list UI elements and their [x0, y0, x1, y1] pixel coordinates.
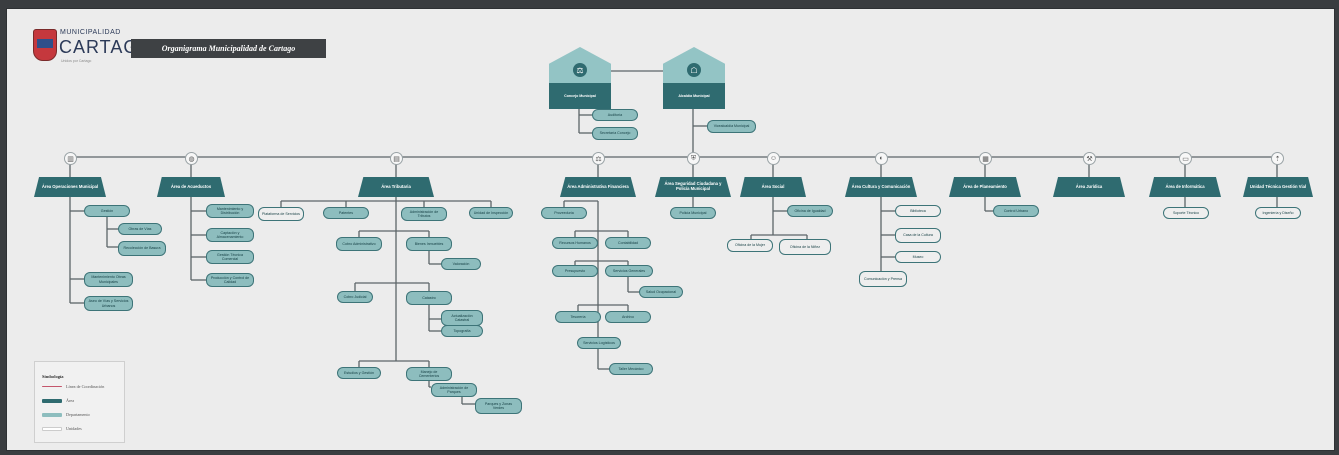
unit-node[interactable]: Secretaría Concejo — [592, 127, 638, 140]
unit-node[interactable]: Policía Municipal — [670, 207, 716, 219]
unit-node[interactable]: Oficina de Igualdad — [787, 205, 833, 217]
legend-swatch — [42, 386, 62, 387]
area-header[interactable]: Área Administrativa Financiera — [560, 177, 636, 197]
area-header[interactable]: Área de Acueductos — [157, 177, 225, 197]
area-header[interactable]: Unidad Técnica Gestión Vial — [1243, 177, 1313, 197]
unit-node[interactable]: Valoración — [441, 258, 481, 270]
unit-node[interactable]: Servicios Logísticos — [577, 337, 621, 349]
legend-label: Departamento — [66, 412, 90, 417]
unit-node[interactable]: Control Urbano — [993, 205, 1039, 217]
unit-node[interactable]: Administración de Parques — [431, 383, 477, 397]
mask-icon: ◐ — [875, 152, 888, 165]
unit-node[interactable]: Oficina de la Mujer — [727, 239, 773, 252]
unit-node[interactable]: Oficina de la Niñez — [779, 239, 831, 255]
unit-node[interactable]: Aseo de Vías y Servicios Urbanos — [84, 296, 133, 311]
legend-swatch — [42, 398, 62, 403]
unit-node[interactable]: Catastro — [406, 291, 452, 305]
unit-node[interactable]: Comunicación y Prensa — [859, 271, 907, 287]
unit-node[interactable]: Patentes — [323, 207, 369, 219]
unit-node[interactable]: Biblioteca — [895, 205, 941, 217]
legend-item: Departamento — [42, 412, 90, 417]
unit-node[interactable]: Plataforma de Servicios — [258, 207, 304, 221]
logo-tagline: Unidos por Cartago — [61, 59, 92, 63]
unit-node[interactable]: Mantenimiento Obras Municipales — [84, 272, 133, 287]
area-header[interactable]: Área Tributaria — [358, 177, 434, 197]
area-header[interactable]: Área de Informática — [1149, 177, 1221, 197]
alcaldia-label: Alcaldía Municipal — [663, 83, 725, 109]
unit-node[interactable]: Topografía — [441, 325, 483, 337]
legend-item: Área — [42, 398, 74, 403]
concejo-label: Concejo Municipal — [549, 83, 611, 109]
unit-node[interactable]: Estudios y Gestión — [337, 367, 381, 379]
legend-label: Unidades — [66, 426, 82, 431]
unit-node[interactable]: Bienes Inmuebles — [406, 237, 452, 251]
area-header[interactable]: Área de Planeamiento — [949, 177, 1021, 197]
water-drop-icon: ◍ — [185, 152, 198, 165]
unit-node[interactable]: Soporte Técnico — [1163, 207, 1209, 219]
unit-node[interactable]: Producción y Control de Calidad — [206, 273, 254, 287]
unit-node[interactable]: Gestión — [84, 205, 130, 217]
unit-node[interactable]: Cobro Judicial — [337, 291, 373, 303]
coat-of-arms-icon — [33, 29, 57, 61]
people-icon: ☺ — [767, 152, 780, 165]
legend-title: Simbología — [42, 374, 64, 379]
unit-node[interactable]: Presupuesto — [552, 265, 598, 277]
area-header[interactable]: Área Jurídica — [1053, 177, 1125, 197]
unit-node[interactable]: Tesorería — [555, 311, 601, 323]
unit-node[interactable]: Manejo de Cementerios — [406, 367, 452, 381]
unit-node[interactable]: Obras de Vías — [118, 223, 162, 235]
legend-item: Línea de Coordinación — [42, 384, 104, 389]
logo-line2: CARTAGO — [59, 37, 154, 57]
mayor-icon: ☖ — [687, 63, 701, 77]
building-icon: ▥ — [64, 152, 77, 165]
scales-icon: ⚖ — [592, 152, 605, 165]
unit-node[interactable]: Museo — [895, 251, 941, 263]
unit-node[interactable]: Ingeniería y Diseño — [1255, 207, 1301, 219]
unit-node[interactable]: Parques y Zonas Verdes — [475, 398, 522, 414]
unit-node[interactable]: Captación y Almacenamiento — [206, 228, 254, 242]
unit-node[interactable]: Recursos Humanos — [552, 237, 598, 249]
legend-label: Línea de Coordinación — [66, 384, 105, 389]
legend-swatch — [42, 426, 62, 431]
area-header[interactable]: Área Social — [740, 177, 806, 197]
legend-item: Unidades — [42, 426, 82, 431]
map-icon: ▦ — [979, 152, 992, 165]
shield-icon: ⛨ — [687, 152, 700, 165]
area-header[interactable]: Área Operaciones Municipal — [34, 177, 106, 197]
unit-node[interactable]: Contabilidad — [605, 237, 651, 249]
area-header[interactable]: Área Cultura y Comunicación — [845, 177, 917, 197]
unit-node[interactable]: Administración de Tributos — [401, 207, 447, 221]
unit-node[interactable]: Taller Mecánico — [609, 363, 653, 375]
unit-node[interactable]: Unidad de Inspección — [469, 207, 513, 219]
unit-node[interactable]: Proveeduría — [541, 207, 587, 219]
unit-node[interactable]: Archivo — [605, 311, 651, 323]
unit-node[interactable]: Salud Ocupacional — [639, 286, 683, 298]
unit-node[interactable]: Gestión Técnica Comercial — [206, 250, 254, 264]
area-header[interactable]: Área Seguridad Ciudadana y Policía Munic… — [655, 177, 731, 197]
org-chart-canvas: MUNICIPALIDAD CARTAGO Unidos por Cartago… — [6, 8, 1335, 451]
unit-node[interactable]: Recolección de Basura — [118, 241, 166, 256]
page-title: Organigrama Municipalidad de Cartago — [131, 39, 326, 58]
gavel-icon: ⚒ — [1083, 152, 1096, 165]
legend-swatch — [42, 412, 62, 417]
document-icon: ▤ — [390, 152, 403, 165]
unit-node[interactable]: Auditoría — [592, 109, 638, 121]
unit-node[interactable]: Mantenimiento y Distribución — [206, 204, 254, 218]
municipality-logo: MUNICIPALIDAD CARTAGO Unidos por Cartago — [33, 27, 152, 73]
unit-node[interactable]: Servicios Generales — [605, 265, 653, 277]
unit-node[interactable]: Casa de la Cultura — [895, 228, 941, 243]
council-icon: ⚖ — [573, 63, 587, 77]
logo-line1: MUNICIPALIDAD — [60, 29, 121, 36]
unit-node[interactable]: Vicealcaldía Municipal — [707, 120, 756, 133]
unit-node[interactable]: Cobro Administrativo — [336, 237, 382, 251]
road-icon: ⇡ — [1271, 152, 1284, 165]
monitor-icon: ▭ — [1179, 152, 1192, 165]
legend-label: Área — [66, 398, 75, 403]
unit-node[interactable]: Actualización Catastral — [441, 310, 483, 326]
legend: Simbología Línea de Coordinación Área De… — [34, 361, 125, 443]
